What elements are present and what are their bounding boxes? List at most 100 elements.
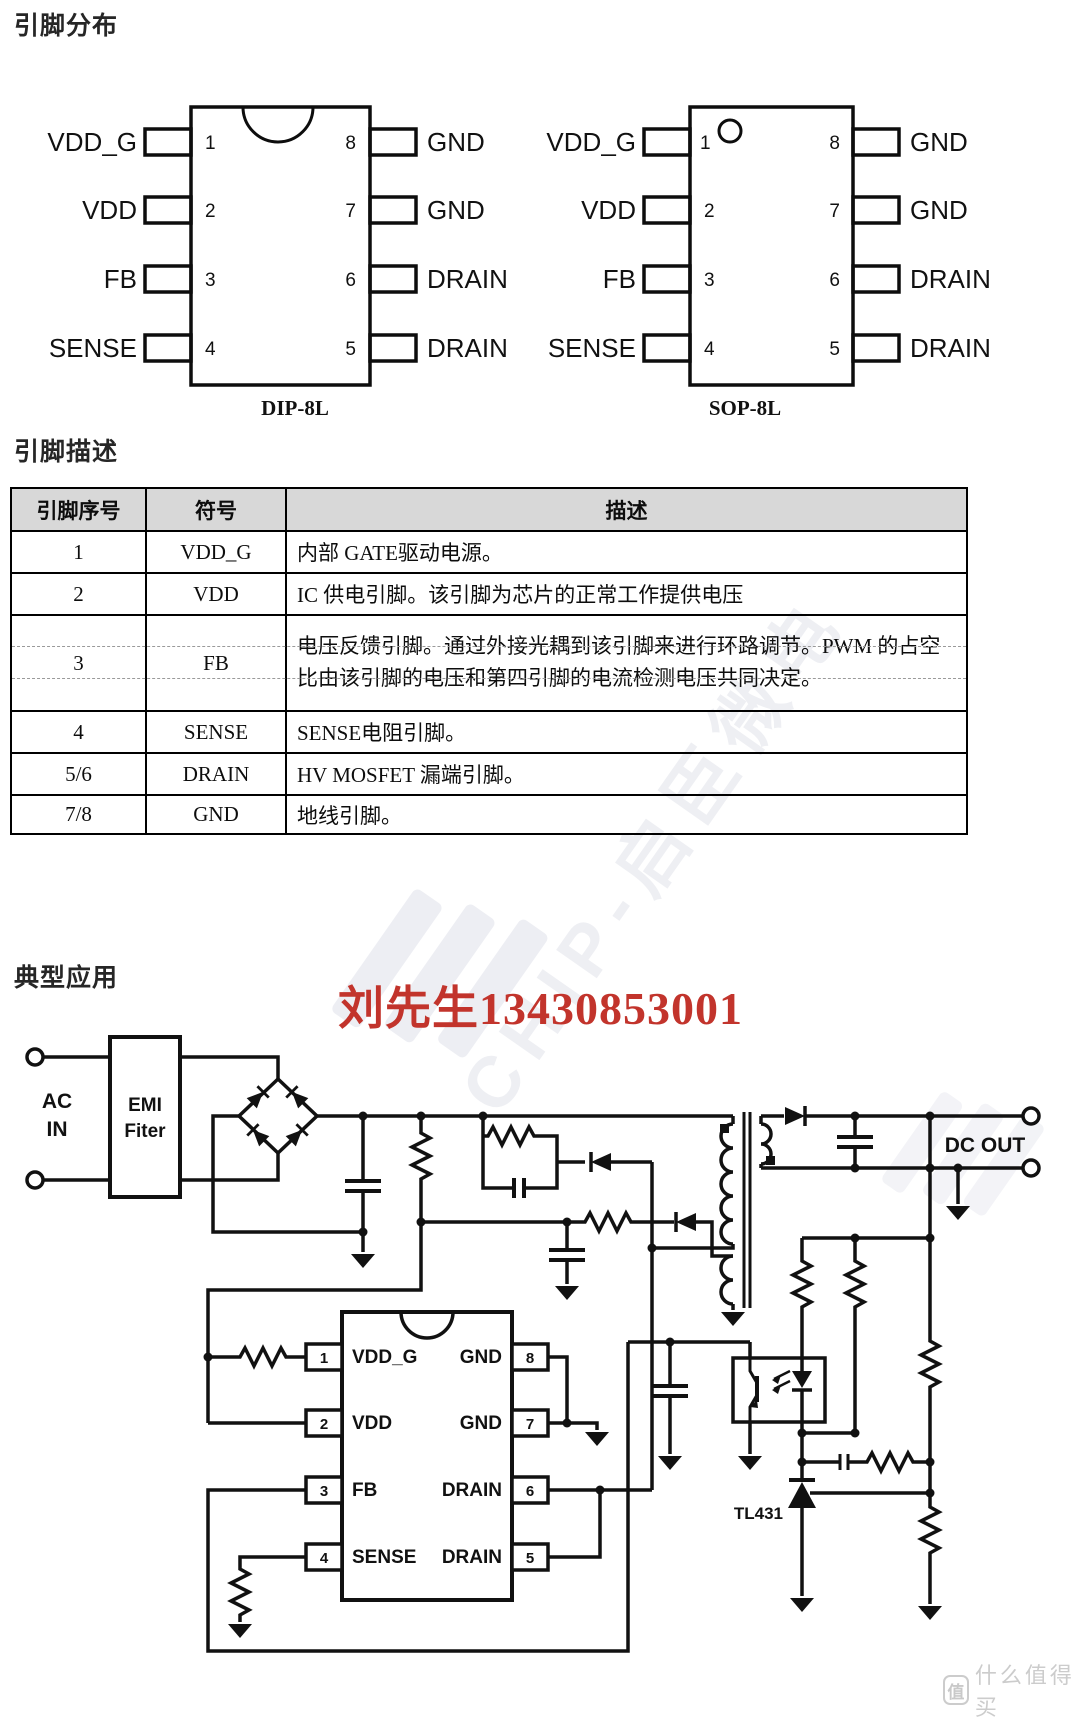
vdd-diode bbox=[674, 1210, 698, 1234]
ac-terminal-top bbox=[25, 1047, 45, 1067]
svg-text:6: 6 bbox=[345, 270, 356, 291]
svg-text:8: 8 bbox=[345, 133, 356, 154]
ic-chip: 1 2 3 4 8 7 6 5 VDD_G VDD FB SENSE GND G… bbox=[304, 1310, 550, 1602]
col-header-symbol: 符号 bbox=[145, 487, 287, 532]
section-title-pin-desc: 引脚描述 bbox=[14, 438, 119, 466]
transformer-dot-secondary bbox=[766, 1156, 775, 1165]
svg-text:8: 8 bbox=[526, 1350, 534, 1367]
table-row: 7/8 GND 地线引脚。 bbox=[10, 794, 968, 835]
svg-text:VDD_G: VDD_G bbox=[47, 127, 137, 157]
pin-description-table: 引脚序号 符号 描述 1 VDD_G 内部 GATE驱动电源。 2 VDD IC… bbox=[10, 487, 968, 835]
svg-text:DRAIN: DRAIN bbox=[910, 264, 991, 294]
svg-text:2: 2 bbox=[704, 201, 715, 222]
table-header-row: 引脚序号 符号 描述 bbox=[10, 487, 968, 532]
junction-dots bbox=[203, 1111, 963, 1498]
table-row: 1 VDD_G 内部 GATE驱动电源。 bbox=[10, 530, 968, 574]
svg-text:3: 3 bbox=[320, 1483, 328, 1500]
svg-text:FB: FB bbox=[104, 264, 137, 294]
emi-filter-box bbox=[108, 1035, 182, 1199]
svg-text:2: 2 bbox=[320, 1416, 328, 1433]
svg-text:4: 4 bbox=[320, 1550, 329, 1567]
smzdm-watermark-text: 什么值得买 bbox=[974, 1663, 1075, 1720]
svg-text:VDD_G: VDD_G bbox=[352, 1347, 417, 1368]
tl431: TL431 bbox=[734, 1478, 816, 1523]
section-title-typical-app: 典型应用 bbox=[14, 964, 119, 992]
svg-text:6: 6 bbox=[526, 1483, 534, 1500]
svg-text:FB: FB bbox=[603, 264, 636, 294]
dip-pin-numbers: 1 2 3 4 8 7 6 5 bbox=[205, 133, 356, 360]
dc-terminal-top bbox=[1021, 1106, 1041, 1126]
dip-caption: DIP-8L bbox=[261, 396, 329, 420]
svg-text:SENSE: SENSE bbox=[49, 333, 137, 363]
dip-notch bbox=[241, 106, 315, 144]
dip-right-labels: GND GND DRAIN DRAIN bbox=[427, 127, 508, 363]
svg-text:TL431: TL431 bbox=[734, 1504, 783, 1523]
smzdm-watermark: 值 什么值得买 bbox=[943, 1658, 1080, 1722]
typical-application-schematic: AC IN EMI Fiter DC OUT TL431 bbox=[25, 1035, 1041, 1653]
svg-text:3: 3 bbox=[704, 270, 715, 291]
input-stage: AC IN EMI Fiter bbox=[25, 1035, 182, 1199]
svg-text:5: 5 bbox=[526, 1550, 534, 1567]
smzdm-logo-icon: 值 bbox=[943, 1675, 969, 1705]
table-row: 2 VDD IC 供电引脚。该引脚为芯片的正常工作提供电压 bbox=[10, 572, 968, 616]
svg-text:7: 7 bbox=[829, 201, 840, 222]
package-diagrams: VDD_G VDD FB SENSE GND GND DRAIN DRAIN 1… bbox=[47, 105, 991, 420]
svg-text:DRAIN: DRAIN bbox=[442, 1547, 502, 1568]
svg-text:Fiter: Fiter bbox=[124, 1121, 166, 1142]
svg-text:GND: GND bbox=[427, 195, 485, 225]
table-inner-dashed-line bbox=[12, 678, 966, 679]
circuit-wires bbox=[43, 1055, 1023, 1653]
table-inner-dashed-line bbox=[12, 646, 966, 647]
sop-body bbox=[688, 105, 855, 387]
output-diode bbox=[783, 1104, 807, 1128]
svg-text:4: 4 bbox=[704, 339, 715, 360]
svg-text:GND: GND bbox=[460, 1347, 502, 1368]
svg-text:DRAIN: DRAIN bbox=[427, 333, 508, 363]
svg-text:FB: FB bbox=[352, 1480, 377, 1501]
section-title-pin-layout: 引脚分布 bbox=[14, 12, 119, 40]
table-row: 4 SENSE SENSE电阻引脚。 bbox=[10, 710, 968, 754]
output-stage: DC OUT bbox=[945, 1106, 1041, 1178]
svg-text:7: 7 bbox=[345, 201, 356, 222]
svg-text:EMI: EMI bbox=[128, 1095, 162, 1116]
svg-text:DC OUT: DC OUT bbox=[945, 1134, 1026, 1157]
table-row: 5/6 DRAIN HV MOSFET 漏端引脚。 bbox=[10, 752, 968, 796]
svg-text:IN: IN bbox=[47, 1118, 68, 1141]
transformer-dot-primary bbox=[720, 1124, 729, 1133]
svg-text:5: 5 bbox=[345, 339, 356, 360]
sop-left-labels: VDD_G VDD FB SENSE bbox=[546, 127, 636, 363]
svg-text:5: 5 bbox=[829, 339, 840, 360]
svg-text:VDD: VDD bbox=[352, 1413, 392, 1434]
svg-text:7: 7 bbox=[526, 1416, 534, 1433]
sop-right-labels: GND GND DRAIN DRAIN bbox=[910, 127, 991, 363]
optocoupler bbox=[731, 1356, 827, 1424]
svg-text:3: 3 bbox=[205, 270, 216, 291]
svg-text:VDD: VDD bbox=[82, 195, 137, 225]
sop-caption: SOP-8L bbox=[709, 396, 781, 420]
svg-text:GND: GND bbox=[910, 127, 968, 157]
svg-text:8: 8 bbox=[829, 133, 840, 154]
ic-notch bbox=[399, 1311, 455, 1340]
svg-text:VDD: VDD bbox=[581, 195, 636, 225]
svg-text:6: 6 bbox=[829, 270, 840, 291]
svg-text:SENSE: SENSE bbox=[352, 1547, 416, 1568]
col-header-desc: 描述 bbox=[285, 487, 968, 532]
svg-text:DRAIN: DRAIN bbox=[427, 264, 508, 294]
dip-left-labels: VDD_G VDD FB SENSE bbox=[47, 127, 137, 363]
col-header-pin-num: 引脚序号 bbox=[10, 487, 147, 532]
svg-text:DRAIN: DRAIN bbox=[442, 1480, 502, 1501]
clamp-diode bbox=[589, 1150, 613, 1174]
sop-pin-numbers: 1 2 3 4 8 7 6 5 bbox=[700, 133, 840, 360]
table-row: 3 FB 电压反馈引脚。通过外接光耦到该引脚来进行环路调节。PWM 的占空比由该… bbox=[10, 614, 968, 712]
svg-text:GND: GND bbox=[910, 195, 968, 225]
ic-pin-numbers: 1 2 3 4 8 7 6 5 bbox=[320, 1350, 534, 1567]
svg-text:SENSE: SENSE bbox=[548, 333, 636, 363]
svg-text:GND: GND bbox=[460, 1413, 502, 1434]
svg-text:GND: GND bbox=[427, 127, 485, 157]
dc-terminal-bottom bbox=[1021, 1158, 1041, 1178]
dip-body bbox=[189, 105, 372, 387]
svg-text:1: 1 bbox=[205, 133, 216, 154]
ic-pin-labels: VDD_G VDD FB SENSE GND GND DRAIN DRAIN bbox=[352, 1347, 502, 1568]
svg-text:1: 1 bbox=[320, 1350, 328, 1367]
